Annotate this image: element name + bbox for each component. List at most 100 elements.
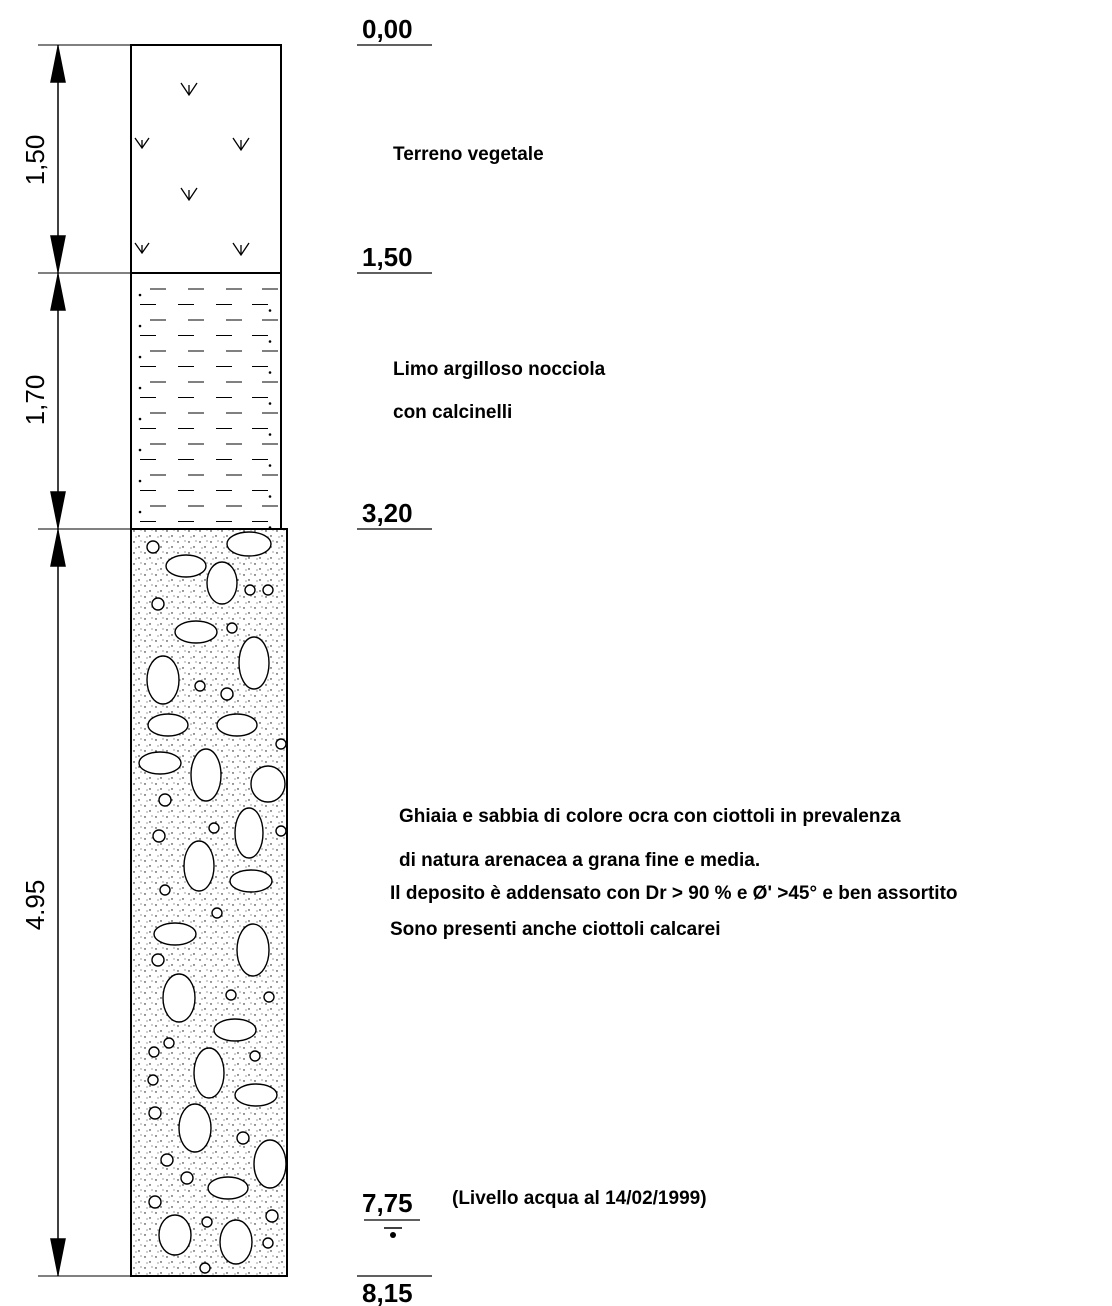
thickness-label-1: 1,50 xyxy=(20,135,50,186)
water-level-note: (Livello acqua al 14/02/1999) xyxy=(452,1188,707,1209)
silt-dot xyxy=(138,386,142,390)
pebble xyxy=(234,807,264,859)
clayey-silt-pattern xyxy=(138,288,278,529)
pebble xyxy=(180,1171,194,1185)
pebble xyxy=(219,1219,253,1265)
pebble xyxy=(263,991,275,1003)
pebble xyxy=(151,597,165,611)
depth-marker-1: 1,50 xyxy=(357,242,432,274)
silt-dot xyxy=(268,402,272,405)
depth-marker-2: 3,20 xyxy=(357,498,432,530)
pebble xyxy=(275,738,287,750)
pebble xyxy=(178,1103,212,1153)
pebble xyxy=(201,1216,213,1228)
pebble xyxy=(253,1139,287,1189)
pebble xyxy=(199,1262,211,1274)
pebble xyxy=(158,1214,192,1256)
svg-text:0,00: 0,00 xyxy=(362,14,413,44)
pebble xyxy=(165,554,207,578)
pebble xyxy=(148,1106,162,1120)
layer-gravel-sand xyxy=(130,528,288,1277)
pebble xyxy=(174,620,218,644)
pebble xyxy=(249,1050,261,1062)
pebble xyxy=(236,923,270,977)
arrow-up-icon xyxy=(50,530,66,567)
silt-dot xyxy=(138,293,142,297)
vegetal-soil-pattern xyxy=(134,82,250,257)
pebble xyxy=(216,713,258,737)
pebble xyxy=(160,1153,174,1167)
silt-dot xyxy=(138,355,142,359)
pebble xyxy=(211,907,223,919)
pebble xyxy=(238,636,270,690)
silt-dot xyxy=(138,417,142,421)
pebble xyxy=(138,751,182,775)
thickness-dimension-line xyxy=(38,44,131,1277)
pebble xyxy=(250,765,286,803)
silt-dot xyxy=(138,479,142,483)
arrow-down-icon xyxy=(50,491,66,528)
pebble xyxy=(147,713,189,737)
pebble xyxy=(220,687,234,701)
svg-text:3,20: 3,20 xyxy=(362,498,413,528)
silt-dot xyxy=(138,324,142,328)
pebble xyxy=(207,1176,249,1200)
silt-dot xyxy=(268,309,272,312)
layer-2-description-line-1: Limo argilloso nocciola xyxy=(393,359,606,380)
pebble xyxy=(193,1047,225,1099)
layer-3-description-line-4: Sono presenti anche ciottoli calcarei xyxy=(390,919,721,940)
pebble xyxy=(226,622,238,634)
pebble xyxy=(262,1237,274,1249)
pebble xyxy=(194,680,206,692)
layer-3-description-line-2: di natura arenacea a grana fine e media. xyxy=(399,850,760,871)
silt-dot xyxy=(268,433,272,436)
pebble xyxy=(226,531,272,557)
layer-clayey-silt xyxy=(130,272,282,530)
pebble xyxy=(183,840,215,892)
pebble xyxy=(147,1074,159,1086)
pebble xyxy=(262,584,274,596)
depth-marker-bottom: 8,15 xyxy=(357,1275,432,1306)
depth-marker-water: 7,75 (Livello acqua al 14/02/1999) xyxy=(362,1188,707,1238)
thickness-label-3: 4.95 xyxy=(20,880,50,931)
silt-dot xyxy=(138,448,142,452)
silt-dot xyxy=(268,371,272,374)
pebble xyxy=(146,540,160,554)
pebble xyxy=(265,1209,279,1223)
pebble xyxy=(151,953,165,967)
pebble xyxy=(190,748,222,802)
pebble xyxy=(236,1131,250,1145)
pebble xyxy=(213,1018,257,1042)
pebble xyxy=(208,822,220,834)
silt-dot xyxy=(268,340,272,343)
svg-text:8,15: 8,15 xyxy=(362,1278,413,1306)
arrow-up-icon xyxy=(50,274,66,311)
pebble xyxy=(229,869,273,893)
arrow-down-icon xyxy=(50,1238,66,1275)
gravel-pebbles-pattern xyxy=(138,531,287,1274)
layer-3-description-line-1: Ghiaia e sabbia di colore ocra con ciott… xyxy=(399,806,901,827)
layer-1-description: Terreno vegetale xyxy=(393,144,544,165)
pebble xyxy=(153,922,197,946)
pebble xyxy=(275,825,287,837)
layer-vegetal-soil xyxy=(130,44,282,274)
depth-marker-0: 0,00 xyxy=(357,14,432,46)
pebble xyxy=(244,584,256,596)
pebble xyxy=(206,561,238,605)
arrow-down-icon xyxy=(50,235,66,272)
pebble xyxy=(159,884,171,896)
water-table-icon xyxy=(384,1227,402,1238)
pebble xyxy=(152,829,166,843)
pebble xyxy=(146,655,180,705)
silt-dot xyxy=(138,510,142,514)
layer-2-description-line-2: con calcinelli xyxy=(393,402,512,423)
pebble xyxy=(148,1195,162,1209)
pebble xyxy=(225,989,237,1001)
pebble xyxy=(163,1037,175,1049)
pebble xyxy=(158,793,172,807)
svg-text:1,50: 1,50 xyxy=(362,242,413,272)
svg-text:7,75: 7,75 xyxy=(362,1188,413,1218)
silt-dot xyxy=(268,464,272,467)
pebble xyxy=(234,1083,278,1107)
